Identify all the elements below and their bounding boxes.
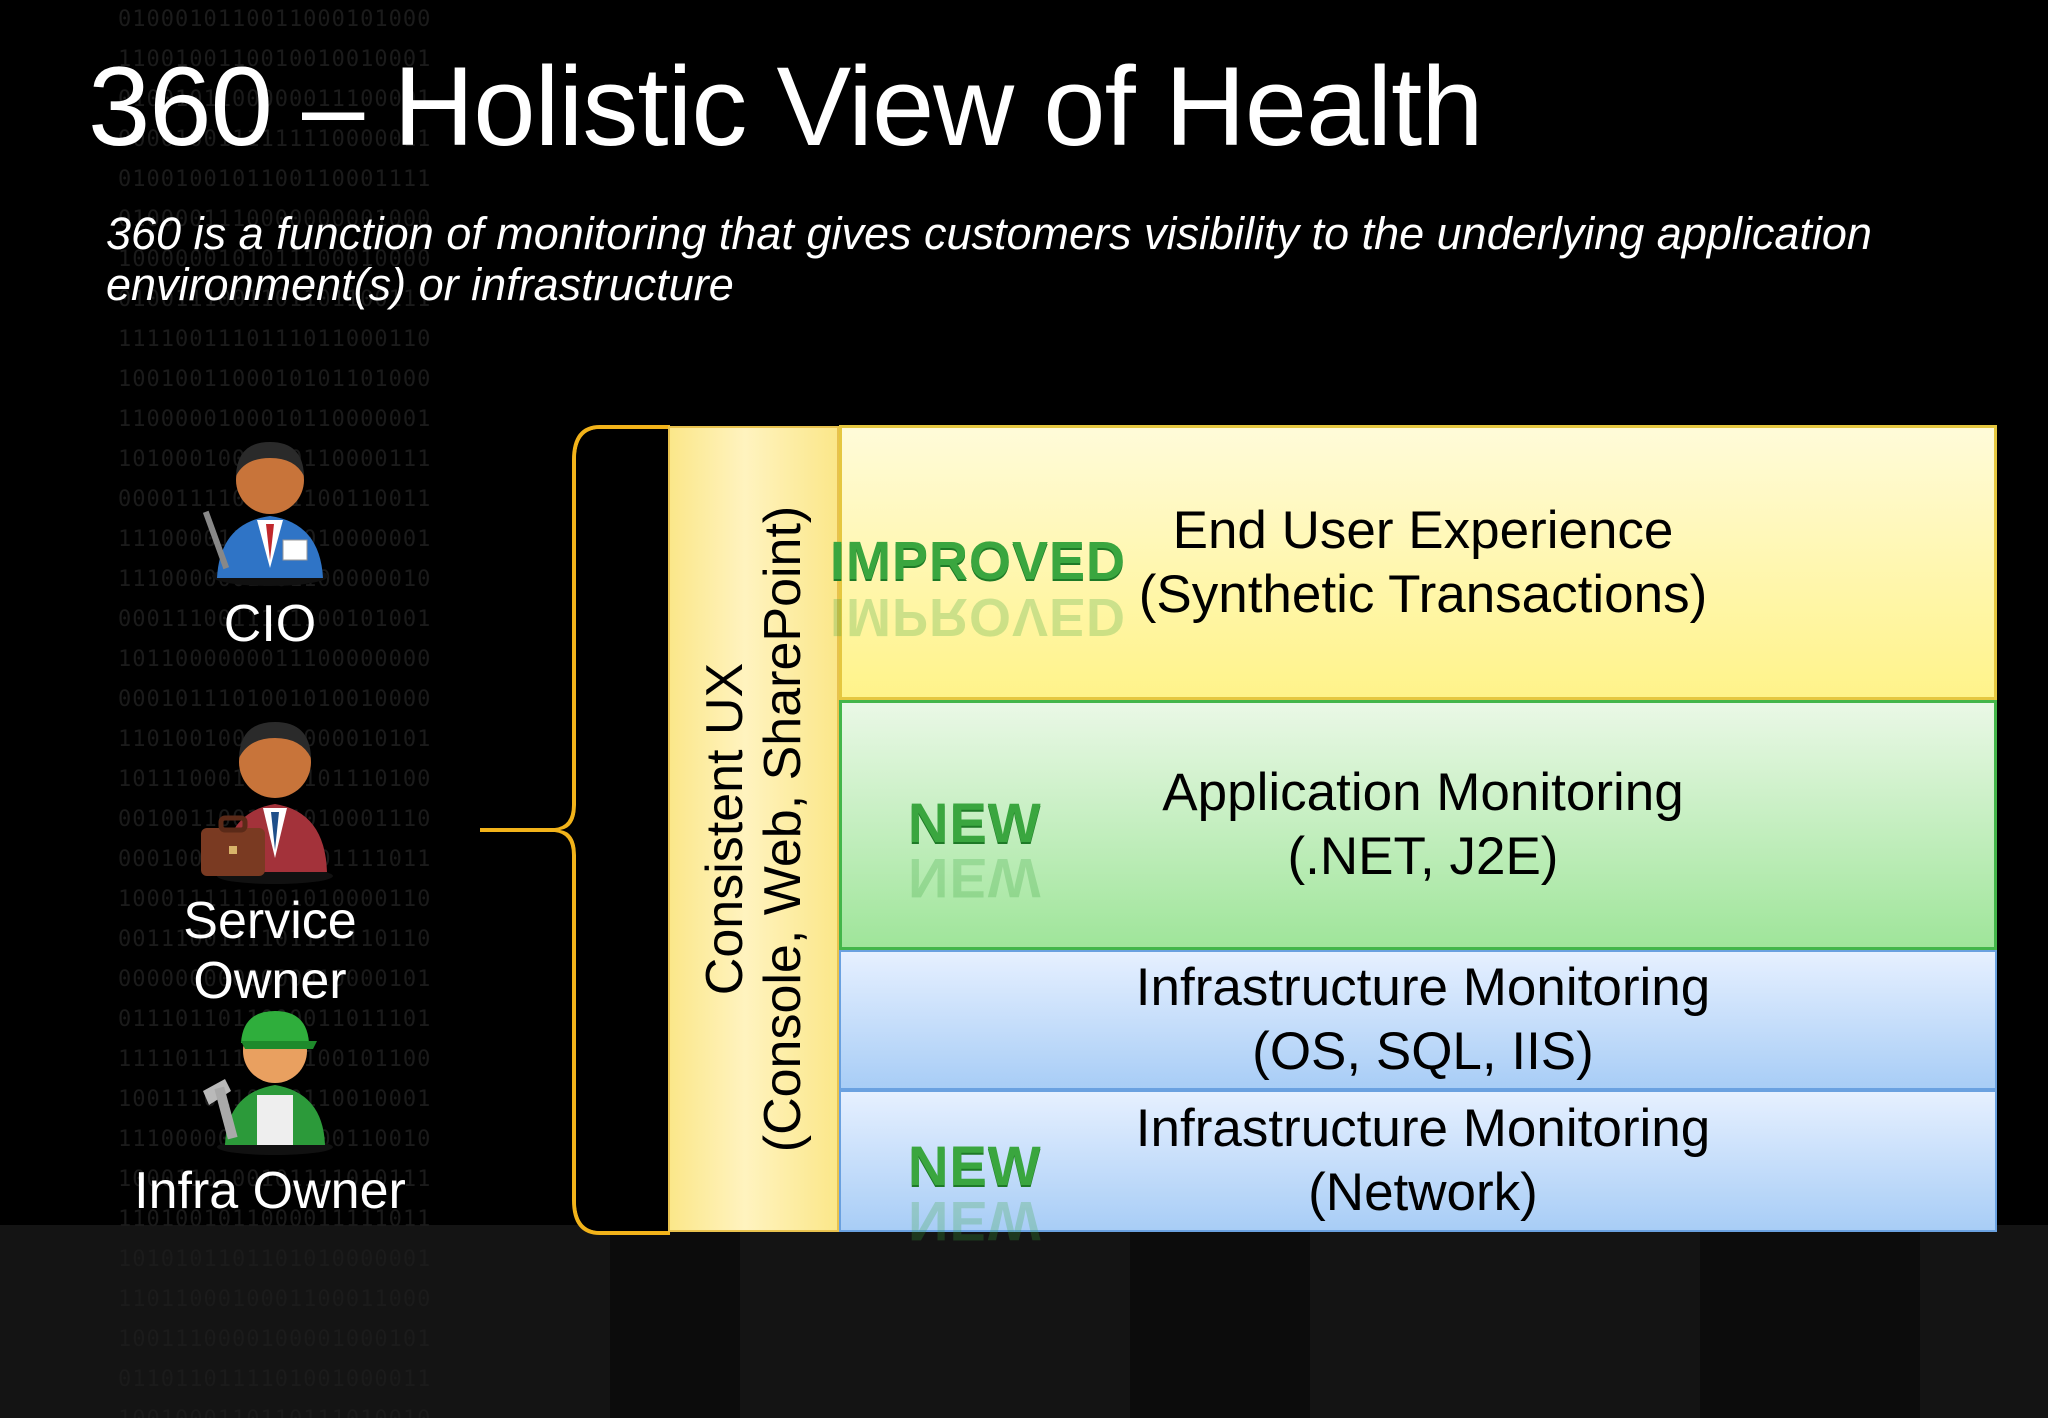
improved-badge: IMPROVED — [830, 530, 1126, 592]
layer-label: End User Experience (Synthetic Transacti… — [842, 499, 1994, 627]
layer-infrastructure-os: Infrastructure Monitoring (OS, SQL, IIS) — [839, 950, 1997, 1090]
businessman-briefcase-icon — [201, 722, 333, 884]
layer-label: Infrastructure Monitoring (Network) — [841, 1097, 1995, 1225]
layer-label: Application Monitoring (.NET, J2E) — [842, 761, 1994, 889]
layer-subtitle: (OS, SQL, IIS) — [1252, 1022, 1594, 1081]
background-stripe — [610, 1225, 740, 1418]
persona-cio: CIO — [120, 428, 420, 654]
ux-line-2: (Console, Web, SharePoint) — [753, 505, 812, 1153]
new-badge: NEW — [908, 1133, 1042, 1198]
background-stripe — [1700, 1225, 1920, 1418]
layer-title: End User Experience — [1172, 500, 1674, 560]
persona-label: Infra Owner — [134, 1162, 406, 1220]
worker-wrench-icon — [203, 1011, 333, 1155]
subtitle-line-2: environment(s) or infrastructure — [106, 259, 734, 310]
layer-title: Infrastructure Monitoring — [1135, 1099, 1711, 1158]
persona-label: Service Owner — [183, 892, 357, 1010]
subtitle-line-1: 360 is a function of monitoring that giv… — [106, 208, 1872, 259]
layer-subtitle: (Synthetic Transactions) — [1138, 564, 1708, 624]
persona-label: CIO — [223, 595, 317, 653]
persona-infra-owner: Infra Owner — [120, 995, 420, 1221]
slide-subtitle: 360 is a function of monitoring that giv… — [106, 208, 2006, 310]
persona-service-owner: Service Owner — [120, 700, 420, 1011]
consistent-ux-label: Consistent UX (Console, Web, SharePoint) — [696, 429, 812, 1229]
background-stripe — [1130, 1225, 1310, 1418]
executive-person-icon — [202, 442, 328, 586]
layer-label: Infrastructure Monitoring (OS, SQL, IIS) — [841, 956, 1995, 1084]
layer-subtitle: (Network) — [1308, 1163, 1538, 1222]
consistent-ux-bar: Consistent UX (Console, Web, SharePoint) — [668, 426, 839, 1232]
slide-title: 360 – Holistic View of Health — [88, 44, 1484, 169]
new-badge: NEW — [908, 790, 1042, 855]
layer-title: Application Monitoring — [1162, 763, 1684, 822]
layer-title: Infrastructure Monitoring — [1135, 958, 1711, 1017]
layer-subtitle: (.NET, J2E) — [1287, 827, 1559, 886]
curly-brace-icon — [480, 425, 670, 1235]
ux-line-1: Consistent UX — [695, 662, 754, 996]
background-floor — [0, 1225, 2048, 1418]
